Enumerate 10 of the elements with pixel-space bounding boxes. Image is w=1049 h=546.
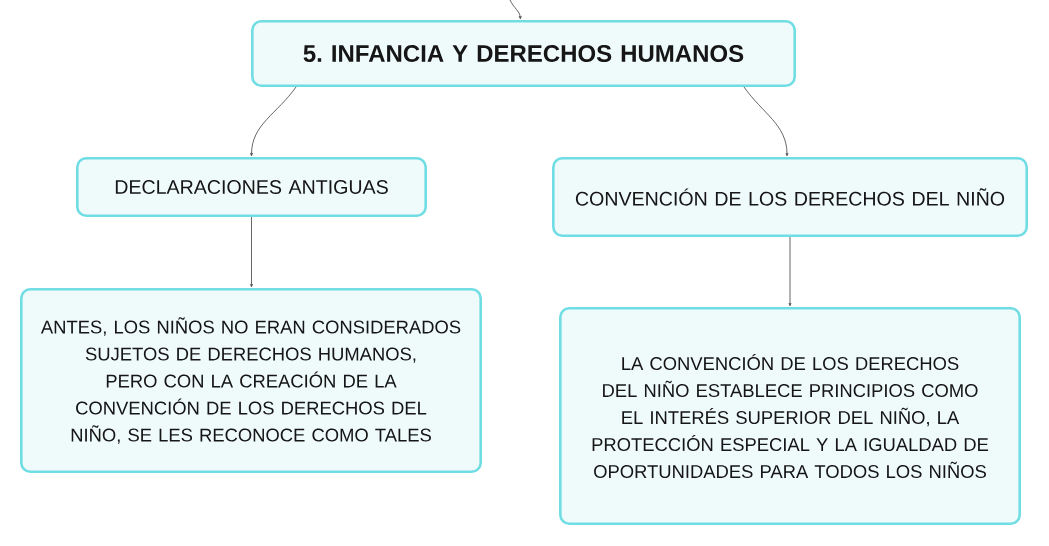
arrow	[509, 0, 522, 20]
arrow	[788, 236, 792, 307]
arrow	[743, 86, 789, 157]
note-box: LA CONVENCIÓN DE LOS DERECHOS DEL NIÑO ESTABLECE PRINCIPIOS COMO EL INTERÉS SUPERIOR DEL NIÑO, LA PROTECCIÓN ESPECIAL Y LA IGUALDAD DE OPORTUNIDADES PARA TODOS LOS NIÑOS	[559, 307, 1021, 525]
title-box: 5. INFANCIA Y DERECHOS HUMANOS	[251, 20, 796, 87]
note-box: ANTES, LOS NIÑOS NO ERAN CONSIDERADOS SUJETOS DE DERECHOS HUMANOS, PERO CON LA CREACIÓN DE LA CONVENCIÓN DE LOS DERECHOS DEL NIÑO, SE LES RECONOCE COMO TALES	[20, 288, 482, 473]
arrow	[250, 86, 297, 157]
arrow	[250, 216, 253, 288]
concept-box: CONVENCIÓN DE LOS DERECHOS DEL NIÑO	[552, 157, 1028, 237]
concept-box: DECLARACIONES ANTIGUAS	[76, 157, 427, 217]
